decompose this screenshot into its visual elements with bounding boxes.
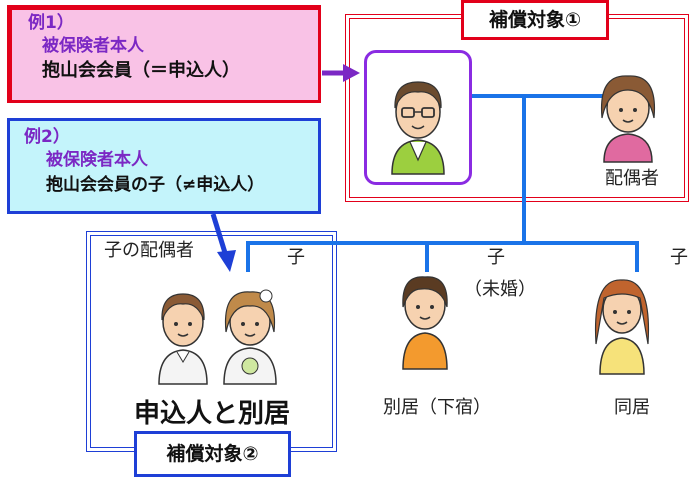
child-2-label: 子: [487, 247, 505, 268]
example-1-title: 例1）: [28, 13, 74, 33]
child-3-label: 子: [670, 247, 688, 268]
coverage-1-label: 補償対象①: [461, 0, 609, 40]
child-label: 子: [287, 247, 305, 268]
child-bride-figure: [223, 289, 277, 385]
child-2-figure: [402, 276, 448, 370]
arrow-example-2: [210, 213, 236, 272]
separate-boarding-label: 別居（下宿）: [383, 397, 491, 418]
child-3-figure: [594, 279, 650, 375]
spouse-label: 配偶者: [605, 168, 659, 189]
cohabiting-label: 同居: [614, 397, 650, 418]
example-1-box: 例1） 被保険者本人 抱山会会員（＝申込人）: [7, 5, 321, 103]
coverage-2-label: 補償対象②: [134, 431, 291, 477]
child-2-note: （未婚）: [464, 279, 536, 300]
self-highlight-frame: [364, 50, 472, 185]
spouse-figure: [600, 75, 656, 163]
example-2-line1: 被保険者本人: [46, 150, 148, 170]
separate-main-label: 申込人と別居: [134, 399, 291, 429]
example-2-box: 例2） 被保険者本人 抱山会会員の子（≠申込人）: [7, 118, 321, 214]
self-figure: [391, 81, 445, 175]
example-1-line2: 抱山会会員（＝申込人）: [42, 60, 240, 81]
example-2-title: 例2）: [24, 127, 70, 147]
arrow-example-1: [322, 64, 360, 82]
child-spouse-label: 子の配偶者: [104, 240, 194, 261]
family-tree-lines: [246, 94, 639, 272]
child-spouse-figure: [158, 293, 208, 385]
example-2-line2: 抱山会会員の子（≠申込人）: [46, 175, 265, 195]
example-1-line1: 被保険者本人: [42, 36, 144, 56]
